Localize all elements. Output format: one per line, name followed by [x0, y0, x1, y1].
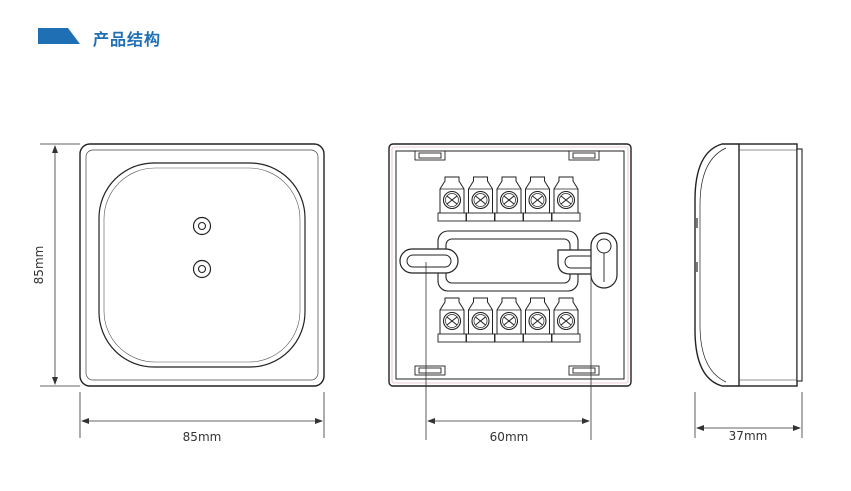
back-view	[388, 143, 632, 387]
side-depth-dimension	[694, 392, 803, 438]
hole-spacing-dimension	[425, 262, 592, 440]
section-header: 产品结构	[0, 0, 851, 70]
screw-terminal	[466, 176, 495, 222]
screw-terminal	[466, 297, 495, 343]
front-view	[79, 143, 325, 387]
screw-terminal	[494, 176, 524, 222]
screw-terminal	[523, 176, 552, 222]
keyhole-slot	[590, 232, 618, 289]
header-banner-icon	[38, 28, 80, 44]
screw-terminal	[551, 176, 581, 222]
mounting-slot-plate	[437, 230, 579, 292]
front-height-dimension	[40, 143, 80, 387]
screw-terminal	[437, 297, 467, 343]
side-depth-label: 37mm	[729, 429, 768, 443]
side-view	[694, 143, 803, 387]
terminal-block-bottom	[437, 297, 581, 343]
indicator-hole-bottom	[192, 259, 212, 279]
front-height-label: 85mm	[32, 246, 46, 285]
screw-terminal	[523, 297, 552, 343]
screw-terminal	[437, 176, 467, 222]
front-width-dimension	[79, 392, 325, 438]
corner-clips	[414, 150, 600, 376]
hole-spacing-label: 60mm	[490, 430, 529, 444]
mounting-slot-left	[399, 248, 459, 274]
terminal-block-top	[437, 176, 581, 222]
indicator-hole-top	[192, 216, 212, 236]
section-title: 产品结构	[93, 30, 162, 49]
front-width-label: 85mm	[183, 430, 222, 444]
screw-terminal	[551, 297, 581, 343]
screw-terminal	[494, 297, 524, 343]
